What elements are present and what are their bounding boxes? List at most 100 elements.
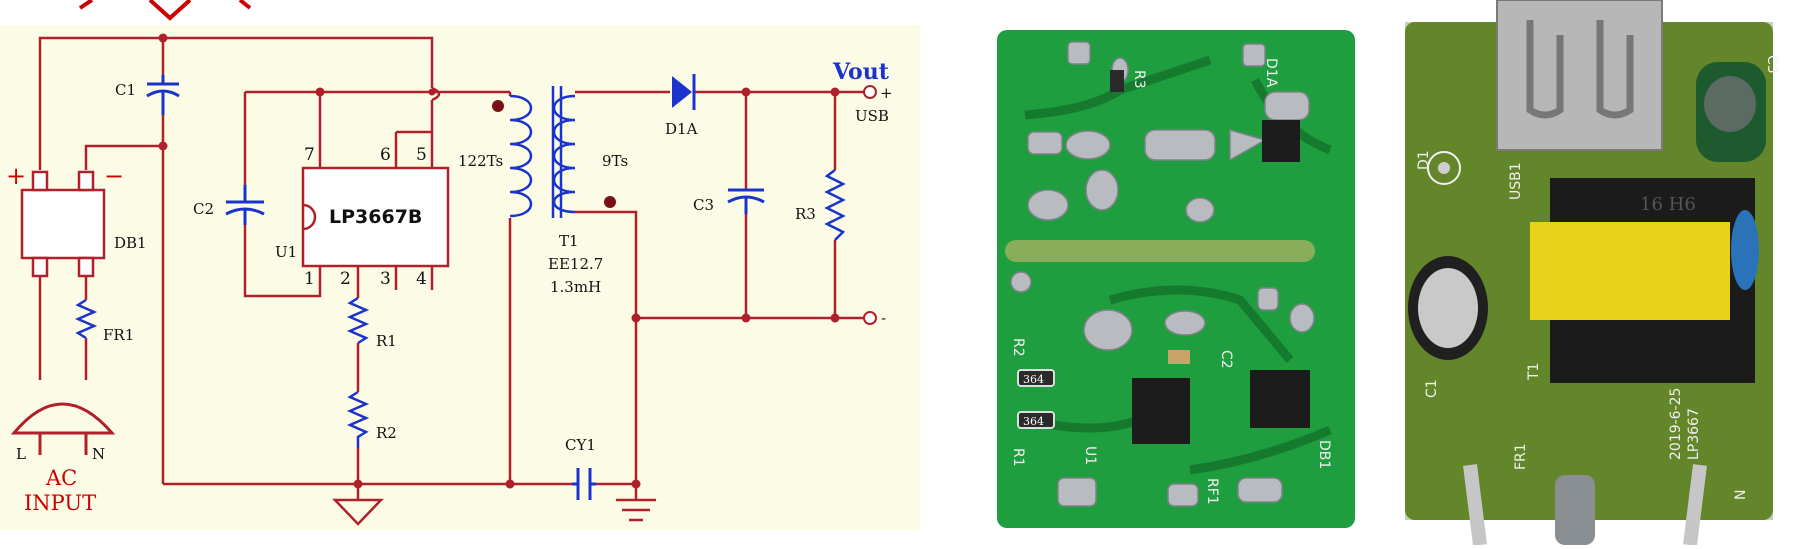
ac-plug-icon (10, 402, 116, 455)
r1-label: R1 (376, 332, 397, 350)
pcb-bottom-u1: U1 (1082, 446, 1098, 465)
pcb-bottom-d1a: D1A (1263, 58, 1279, 88)
c2-capacitor (225, 185, 265, 225)
pcb-top-c1: C1 (1424, 379, 1440, 398)
plug-l: L (16, 445, 26, 463)
bridge-minus: − (104, 162, 124, 190)
t1-inductance: 1.3mH (550, 278, 601, 296)
r1-marking: 364 (1023, 415, 1044, 428)
c3-label: C3 (693, 196, 714, 214)
pin-6: 6 (380, 145, 391, 165)
pcb-bottom-c2: C2 (1218, 350, 1234, 369)
c1-capacitor-top (1418, 268, 1478, 348)
ground-icon (332, 498, 384, 526)
usb-contact-left (1526, 20, 1564, 119)
ic-u1 (301, 166, 450, 268)
r2-chip (1017, 369, 1055, 387)
r3-resistor (824, 169, 846, 241)
cropped-marks (78, 0, 252, 21)
schematic: C1 C2 + − DB1 FR1 L N AC INPUT (0, 0, 920, 530)
ac-input-line2: INPUT (24, 491, 96, 515)
d1a-chip (1262, 120, 1300, 162)
fr1-resistor (74, 298, 98, 340)
u1-chip (1132, 378, 1190, 444)
c1-label: C1 (115, 81, 136, 99)
transformer-t1 (509, 86, 576, 218)
earth-ground-icon (616, 498, 656, 522)
db1-label: DB1 (114, 234, 147, 252)
bridge-db1 (20, 170, 106, 278)
r3-chip (1110, 70, 1124, 92)
pcb-top-date: 2019-6-25 (1668, 388, 1684, 460)
t1-core: EE12.7 (548, 255, 603, 273)
fr1-label: FR1 (103, 326, 134, 344)
secondary-phase-dot (604, 196, 616, 208)
d1-body (1438, 162, 1450, 174)
pcb-top-t1: T1 (1526, 363, 1542, 381)
c3-capacitor (727, 188, 765, 214)
pin-5: 5 (416, 145, 427, 165)
u1-label: U1 (275, 243, 297, 261)
c2-label: C2 (193, 200, 214, 218)
pcb-top-n: N (1733, 490, 1749, 500)
pin-7: 7 (304, 145, 315, 165)
c3-capacitor-top (1704, 76, 1756, 132)
cy1-capacitor-photo (1731, 210, 1759, 290)
pin-3: 3 (380, 269, 391, 289)
d1a-label: D1A (665, 120, 698, 138)
diode-d1a (672, 74, 696, 110)
out-plus: + (880, 84, 893, 102)
pcb-bottom-db1: DB1 (1316, 440, 1332, 469)
r1-chip (1017, 411, 1055, 429)
r3-label: R3 (795, 205, 816, 223)
ac-input-line1: AC (45, 466, 77, 490)
pin-1: 1 (304, 269, 315, 289)
solder-joints (1010, 41, 1315, 507)
c2-chip (1168, 350, 1190, 364)
c1-capacitor (146, 75, 180, 115)
pcb-top-d1: D1 (1416, 150, 1432, 170)
pcb-bottom-r2: R2 (1010, 338, 1026, 357)
vout-label: Vout (832, 59, 890, 85)
pcb-top-fr1: FR1 (1513, 443, 1529, 470)
t1-label: T1 (559, 232, 579, 250)
usb-contact-right (1596, 20, 1634, 119)
out-plus-terminal (863, 85, 877, 99)
wires (38, 36, 837, 500)
pcb-top-usb1: USB1 (1508, 162, 1524, 200)
pcb-top-c3: C3 (1764, 55, 1780, 74)
secondary-turns: 9Ts (602, 152, 628, 170)
pcb-bottom-r1: R1 (1010, 448, 1026, 467)
cy1-label: CY1 (565, 436, 596, 454)
r2-resistor (346, 390, 370, 448)
r1-resistor (346, 296, 370, 345)
pcb-top-photo: 16 H6 D1 USB1 C3 T1 C1 FR1 2019-6-25 LP3… (1405, 0, 1780, 546)
primary-turns: 122Ts (458, 152, 503, 170)
pcb-bottom-slot (1005, 240, 1315, 262)
fr1-fuse (1555, 475, 1595, 545)
cy1-capacitor (572, 468, 596, 500)
out-minus-terminal (863, 311, 877, 325)
pcb-bottom-r3: R3 (1131, 70, 1147, 89)
transformer-marking: 16 H6 (1640, 194, 1696, 215)
usb-connector (1496, 0, 1663, 151)
r2-label: R2 (376, 424, 397, 442)
r2-marking: 364 (1023, 373, 1044, 386)
pin-2: 2 (340, 269, 351, 289)
transformer-tape (1530, 222, 1730, 320)
out-minus: - (881, 309, 886, 327)
schematic-background (0, 25, 920, 530)
pcb-bottom-rf1: RF1 (1204, 478, 1220, 505)
d1-outline (1427, 151, 1461, 185)
db1-chip (1250, 370, 1310, 428)
ic-name: LP3667B (329, 206, 422, 228)
pcb-top-part: LP3667 (1686, 408, 1702, 460)
pin-n (1683, 464, 1707, 546)
usb-label: USB (855, 107, 889, 125)
primary-phase-dot (492, 100, 504, 112)
pin-l (1463, 464, 1487, 546)
bridge-plus: + (6, 162, 26, 190)
pcb-bottom-photo: 364 364 R3 D1A R2 R1 U1 C2 DB1 RF1 (997, 30, 1355, 528)
